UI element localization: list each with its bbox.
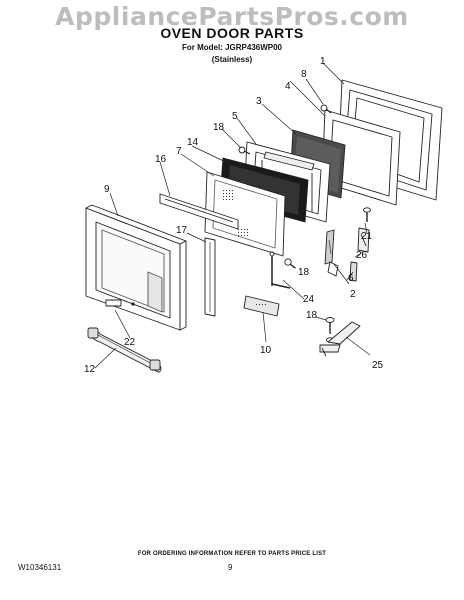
callout-17: 17 [176,225,188,236]
callout-14: 14 [187,137,199,148]
part-latch-rod [269,251,291,289]
part-inner-glass [204,171,286,257]
callout-12: 12 [84,364,96,375]
callout-25: 25 [372,360,384,371]
callout-3: 3 [256,96,262,107]
document-number: W10346131 [18,563,62,572]
part-side-trim [204,237,216,317]
callout-9: 9 [104,184,110,195]
part-screw-8 [320,104,332,114]
part-hinge-clip [349,261,358,282]
callout-18-top: 18 [213,122,225,133]
watermark: AppliancePartsPros.com [55,2,409,31]
callout-22: 22 [124,337,136,348]
part-outer-door [85,204,187,331]
part-handle [87,327,162,373]
part-switch-plate [243,295,280,317]
model-label: For Model: JGRP436WP00 [181,43,283,52]
callout-7: 7 [176,146,182,157]
callout-4: 4 [285,81,291,92]
page-number: 9 [228,563,233,572]
callout-2: 2 [350,289,356,300]
part-hinge [324,229,339,277]
part-screw-21 [363,207,371,222]
callout-5: 5 [232,111,238,122]
callout-1: 1 [320,56,326,67]
part-hinge-arm [319,321,361,357]
part-hinge-receiver [357,227,370,253]
ordering-note: FOR ORDERING INFORMATION REFER TO PARTS … [137,551,327,557]
page-title: OVEN DOOR PARTS [160,25,304,41]
callout-8: 8 [301,69,307,80]
callout-16: 16 [155,154,167,165]
variant-label: (Stainless) [211,55,253,64]
callout-26: 26 [356,250,368,261]
part-vent-trim [159,193,239,230]
callout-18-bottom: 18 [306,310,318,321]
callout-10: 10 [260,345,272,356]
callout-18-mid: 18 [298,267,310,278]
callout-6: 6 [348,273,354,284]
callout-21: 21 [361,231,373,242]
callout-24: 24 [303,294,315,305]
part-screw-18-top [238,146,251,155]
